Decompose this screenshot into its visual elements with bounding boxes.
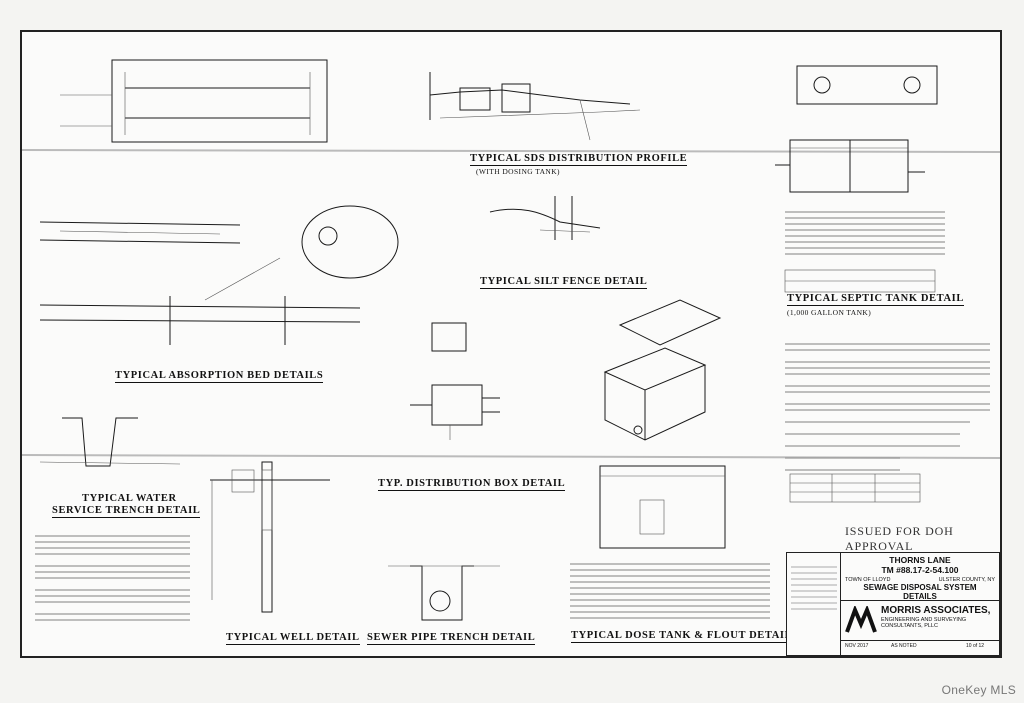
sds-profile-drawing [429, 72, 641, 141]
notes-text [35, 211, 990, 621]
issued-stamp: ISSUED FOR DOH APPROVAL [845, 524, 954, 553]
dose-tank-isometric [599, 299, 726, 549]
label-distribution-box: TYP. DISTRIBUTION BOX DETAIL [378, 478, 566, 491]
label-silt-fence: TYPICAL SILT FENCE DETAIL [480, 276, 648, 289]
label-sds-profile: TYPICAL SDS DISTRIBUTION PROFILE [470, 153, 688, 166]
label-sds-profile-sub: (WITH DOSING TANK) [476, 167, 560, 176]
sheet-subtitle: DETAILS [903, 592, 937, 601]
firm-block: MORRIS ASSOCIATES, ENGINEERING AND SURVE… [841, 601, 999, 641]
water-trench-drawing [39, 417, 181, 467]
sewer-pipe-trench-drawing [388, 565, 500, 621]
label-well: TYPICAL WELL DETAIL [226, 632, 360, 645]
listing-watermark: OneKey MLS [941, 683, 1016, 697]
title-block-notes [787, 553, 841, 657]
county: ULSTER COUNTY, NY [938, 577, 995, 583]
label-septic-tank-sub: (1,000 GALLON TANK) [787, 308, 872, 317]
project-info: THORNS LANE TM #88.17-2-54.100 TOWN OF L… [841, 553, 999, 601]
silt-fence-drawing [489, 196, 601, 240]
title-block: THORNS LANE TM #88.17-2-54.100 TOWN OF L… [786, 552, 1000, 657]
label-water-trench-1: TYPICAL WATER [82, 493, 177, 504]
firm-logo-icon [845, 606, 877, 633]
drawing-date: NOV 2017 [845, 643, 869, 649]
title-block-footer: NOV 2017 AS NOTED 10 of 12 [841, 641, 999, 657]
project-name: THORNS LANE [889, 555, 951, 565]
firm-tagline: ENGINEERING AND SURVEYING CONSULTANTS, P… [881, 617, 967, 629]
absorption-bed-section [39, 205, 399, 345]
sheet-title: SEWAGE DISPOSAL SYSTEM [863, 583, 977, 592]
distribution-box-drawing [410, 322, 500, 440]
firm-name: MORRIS ASSOCIATES, [881, 605, 991, 616]
label-dose-tank: TYPICAL DOSE TANK & FLOUT DETAIL [571, 630, 793, 643]
label-septic-tank: TYPICAL SEPTIC TANK DETAIL [787, 293, 964, 306]
town: TOWN OF LLOYD [845, 577, 891, 583]
label-absorption-bed: TYPICAL ABSORPTION BED DETAILS [115, 370, 324, 383]
tax-map-number: TM #88.17-2-54.100 [881, 565, 959, 575]
septic-tank-drawing [775, 65, 938, 293]
label-water-trench-2: SERVICE TRENCH DETAIL [52, 505, 201, 518]
drawing-scale: AS NOTED [891, 643, 917, 649]
label-sewer-pipe-trench: SEWER PIPE TRENCH DETAIL [367, 632, 536, 645]
well-drawing [210, 461, 330, 613]
sheet-number: 10 of 12 [966, 643, 985, 649]
absorption-bed-plan [60, 59, 328, 143]
